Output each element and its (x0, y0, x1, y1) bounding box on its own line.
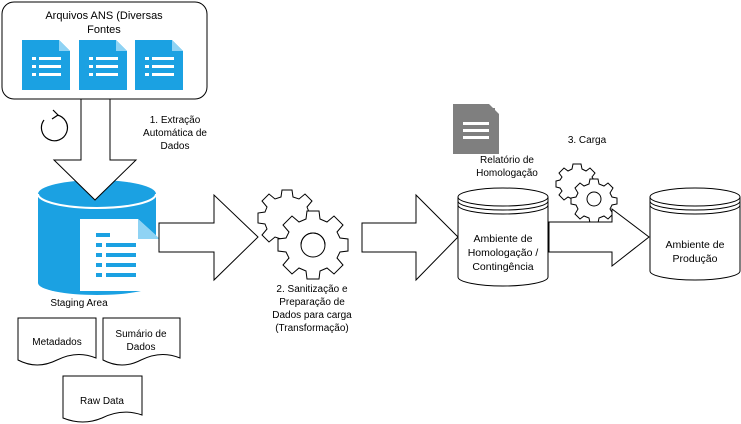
file-icon (79, 40, 127, 90)
source-files-box: Arquivos ANS (Diversas Fontes (1, 1, 208, 100)
report-label-line2: Homologação (476, 168, 538, 179)
staging-to-transform-arrow (158, 193, 259, 282)
step3-label: 3. Carga (568, 135, 607, 146)
step1-line2: Automática de (143, 128, 207, 139)
production-label-line2: Produção (673, 253, 718, 265)
summary-label-line1: Sumário de (115, 329, 167, 340)
raw-data-label: Raw Data (80, 396, 124, 407)
summary-label-line2: Dados (127, 342, 156, 353)
file-icon (135, 40, 183, 90)
source-box-title-line1: Arquivos ANS (Diversas (45, 10, 163, 22)
report-label-line1: Relatório de (480, 155, 534, 166)
gear-icon (277, 210, 349, 280)
step1-line3: Dados (161, 141, 190, 152)
summary-document: Sumário de Dados (102, 317, 181, 366)
load-arrow (548, 207, 650, 268)
homolog-label-line3: Contingência (472, 261, 533, 273)
step2-line4: (Transformação) (275, 323, 349, 334)
refresh-icon (40, 109, 69, 142)
homolog-database: Ambiente de Homologação / Contingência (457, 187, 549, 287)
report-document-icon (453, 104, 499, 154)
step2-line2: Preparação de (279, 297, 345, 308)
metadata-document: Metadados (17, 317, 97, 366)
staging-document-icon (80, 219, 160, 291)
production-database: Ambiente de Produção (649, 187, 741, 281)
source-box-title-line2: Fontes (87, 24, 121, 36)
step2-line3: Dados para carga (272, 310, 352, 321)
step1-line1: 1. Extração (150, 115, 201, 126)
homolog-label-line1: Ambiente de (474, 233, 533, 245)
file-icon (22, 40, 70, 90)
extraction-arrow (52, 98, 138, 201)
transform-to-homolog-arrow (361, 193, 459, 282)
metadata-label: Metadados (32, 337, 81, 348)
step1-label: 1. Extração Automática de Dados (143, 115, 207, 152)
homolog-label-line2: Homologação / (468, 247, 539, 259)
staging-label: Staging Area (50, 298, 108, 309)
step2-label: 2. Sanitização e Preparação de Dados par… (272, 284, 352, 334)
production-label-line1: Ambiente de (666, 239, 725, 251)
step2-line1: 2. Sanitização e (276, 284, 348, 295)
raw-data-document: Raw Data (62, 375, 143, 423)
gear-icon (570, 178, 618, 224)
